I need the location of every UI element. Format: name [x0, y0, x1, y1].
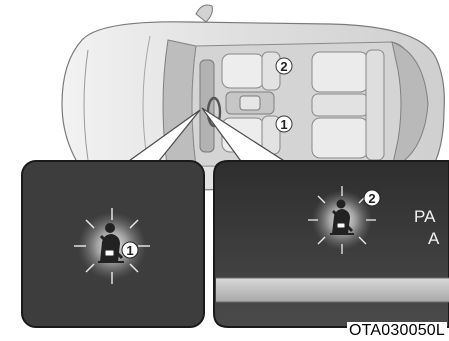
- panel-stripe: [216, 278, 449, 302]
- gear-lever: [240, 96, 260, 110]
- left-inset-panel: 1: [22, 161, 204, 327]
- right-inset-panel: 2 PA A: [214, 161, 449, 327]
- panel-text-line1: PA: [414, 207, 436, 226]
- right-inset-callout: 2: [364, 190, 380, 206]
- side-mirror-top: [196, 5, 212, 22]
- rear-seat: [312, 50, 384, 160]
- figure-code-label: OTA030050L: [347, 322, 447, 340]
- left-inset-callout: 1: [122, 242, 138, 258]
- right-inset-callout-number: 2: [368, 191, 375, 206]
- left-inset-callout-number: 1: [126, 243, 133, 258]
- windshield: [163, 40, 196, 172]
- dashboard: [200, 60, 214, 152]
- callout-driver: 1: [276, 116, 292, 132]
- callout-driver-number: 1: [280, 117, 287, 132]
- callout-passenger: 2: [276, 58, 292, 74]
- callout-passenger-number: 2: [280, 59, 287, 74]
- panel-text-line2: A: [428, 229, 440, 248]
- front-passenger-seat: [222, 52, 280, 90]
